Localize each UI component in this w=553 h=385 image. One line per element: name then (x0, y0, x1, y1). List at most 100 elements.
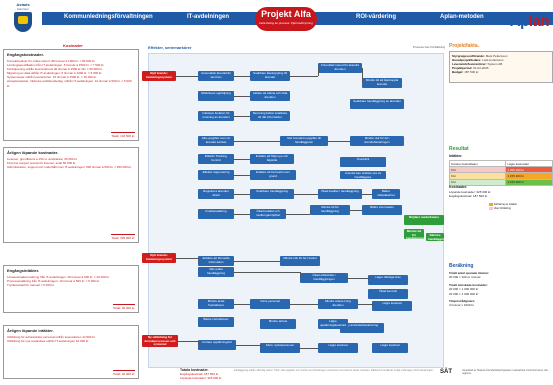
income-title: Intäkter. (449, 154, 463, 158)
cost-line: Tryckkostnad för manual = 5 000 kr. (7, 283, 55, 288)
legend-swatch (489, 206, 493, 210)
result-cell: 1 155 400 kr (505, 178, 553, 186)
cost-lines: Löpande kostnader: 325 000 kr. Engångsko… (449, 190, 491, 198)
result-cell: 0 kr (448, 178, 507, 186)
fact-value: 187 500 kr. (464, 70, 480, 74)
fact-row: Projektperiod: 01-02-2026 (452, 66, 550, 70)
flow-node: Rensning bidrar snabbare till rätt infor… (250, 111, 290, 121)
totals-line: Löpande kostnader: 325 000 kr. (180, 376, 223, 380)
flow-node: Nytt ärende: hanteringssystem (142, 71, 176, 81)
flow-node: Mindre tid att återkoppla ärendet (362, 78, 402, 88)
flow-node: Lägre kostnad (318, 343, 358, 353)
flow-node: Lägre kostnad (372, 343, 408, 353)
connector (198, 341, 199, 345)
connector (358, 304, 372, 305)
connector (294, 194, 318, 195)
annual-title: Årligen löpande kostnader. (7, 150, 59, 155)
annual-costs-box: Årligen löpande kostnader. Licenser, gru… (3, 147, 139, 243)
fact-value: Leila Andersson (482, 58, 504, 62)
connector (300, 348, 318, 349)
flow-node: Ökad kvalitet och medborgarnöjdhet (250, 209, 286, 219)
connector (350, 210, 362, 211)
flow-node: Säkrare handläggning (426, 233, 444, 241)
org-logo[interactable]: Astads kommun (6, 3, 40, 39)
nav-item-it[interactable]: IT-avdelningen (187, 14, 230, 20)
connector (348, 278, 368, 279)
benefit-line: Timpris/rådgivare: (449, 299, 476, 304)
fact-row: Budget: 187 500 kr. (452, 70, 550, 74)
connector (234, 214, 250, 215)
flow-node: Mer komplett uppgifter till handläggaren (280, 136, 328, 146)
flow-node: Mindre arbete (260, 319, 296, 329)
yield-total: Totalt: 30 000 kr. (112, 304, 135, 310)
costs-title: Kostnader (63, 43, 83, 48)
connector (176, 76, 198, 77)
benefit-line: 20 000 = 1 000 000 kr (449, 287, 479, 292)
flow-node: Mer enkel handläggning (198, 267, 234, 277)
flow-node: Bättre information (362, 205, 402, 215)
connector (372, 304, 373, 306)
flow-node: Mindre antal frustrationer (198, 299, 234, 309)
result-legend: Förklaring av intäkter Utan förbättring (489, 203, 517, 210)
cost-line: Administration, support och underhåll in… (7, 165, 132, 170)
flow-node: Förenklad metod för aktuella ärenden (318, 63, 362, 73)
footer: Totala kostnader. Engångskostnad: 187 50… (140, 368, 553, 385)
fact-label: Projektperiod: (452, 66, 473, 70)
benefit-line: 20 000 = 1 000 000 kr (449, 291, 479, 296)
project-subtitle: Hela listing av process: Fjärrnedbrytnin… (259, 21, 313, 25)
cost-line: Lönekostnadsminskning från IT-avdelninge… (7, 275, 110, 279)
fact-value: System AB (487, 62, 503, 66)
flow-node: Snabbare återkoppling till ärendet (250, 71, 290, 81)
left-column: Kostnader Engångskostnader. Konsultinsat… (3, 43, 139, 381)
connector (234, 116, 250, 117)
flow-node: Bättre instruktioner (198, 317, 234, 327)
connector (234, 194, 250, 195)
cost-line: Acceptanstester. Inklusive testfilsunder… (7, 79, 132, 88)
flow-node: Lägre kostnad (372, 301, 412, 311)
flow-node: Snabbare handläggning av ärenden (350, 99, 404, 109)
flow-node: Mindre risk för fel i beslut (280, 256, 320, 266)
benefit-line: Totalt antal sparade timmar: (449, 271, 489, 275)
shield-icon (14, 12, 32, 32)
nav-item-kommunledning[interactable]: Kommunledningsförvaltningen (64, 14, 153, 20)
sat-logo: SÄT (440, 369, 452, 375)
connector (310, 210, 311, 214)
flow-node: Mindre tid för handläggning (310, 205, 350, 215)
connector (234, 96, 250, 97)
flow-node: Lägre rättsliga krav (368, 275, 408, 285)
connector (286, 214, 310, 215)
top-bar: Astads kommun Kommunledningsförvaltninge… (0, 0, 553, 40)
fact-row: Styrgruppsordförande: Mats Pettersson (452, 54, 550, 58)
flow-node: Alla uppgifter som rör ärendet samlas (198, 136, 234, 146)
nav-item-roi[interactable]: ROI-värdering (356, 14, 397, 20)
annual-yield-box: Årligen löpande intäkter. Utbildning för… (3, 325, 139, 379)
flow-node: Ökad kvalitet i handläggning (318, 189, 362, 199)
connector (300, 272, 301, 278)
totals-title: Totala kostnader. (180, 368, 209, 372)
flow-node: Registrera ärenden direkt (198, 189, 234, 199)
flow-node: Snabbare handläggning (250, 189, 294, 199)
cost-line: Lösningsspecifikation från IT-avdelninge… (7, 63, 105, 68)
flow-node: Mindre arbete kring ärenden (318, 299, 358, 309)
fact-value: Mats Pettersson (485, 54, 508, 58)
flow-node: Lättare att sökna och hitta ärenden (250, 91, 290, 101)
connector (234, 175, 250, 176)
totals-line: Engångskostnad: 187 500 kr. (180, 372, 219, 376)
flow-node: Effektivare uppföljning (198, 91, 234, 101)
connector (236, 345, 260, 346)
facts-box: Styrgruppsordförande: Mats Pettersson Hu… (449, 51, 553, 83)
fact-value: 01-02-2026 (473, 66, 489, 70)
flow-node: Mindre tid för handläggning (404, 229, 424, 239)
cost-line: Licenser, grundlicens à 150 st. användar… (7, 157, 78, 161)
flow-node: Ärendet kan enklare ses av handläggare (340, 171, 386, 179)
project-title: Projekt Alfa (261, 9, 311, 19)
connector (362, 68, 363, 83)
flow-node: Nytt ärende: hanteringssystem (142, 253, 176, 263)
org-subtitle: kommun (17, 7, 29, 11)
connector (176, 258, 198, 259)
cost-line: Utbildning för administrativ personal ut… (7, 335, 96, 339)
fact-label: Huvudprojektledare: (452, 58, 482, 62)
nav-item-aplan[interactable]: Aplan-metoden (440, 14, 484, 20)
diagram-title: Effekter, seriemarkörer (148, 45, 192, 50)
footnote: Kartläggning utifrån offentlig sektor. T… (234, 369, 434, 372)
